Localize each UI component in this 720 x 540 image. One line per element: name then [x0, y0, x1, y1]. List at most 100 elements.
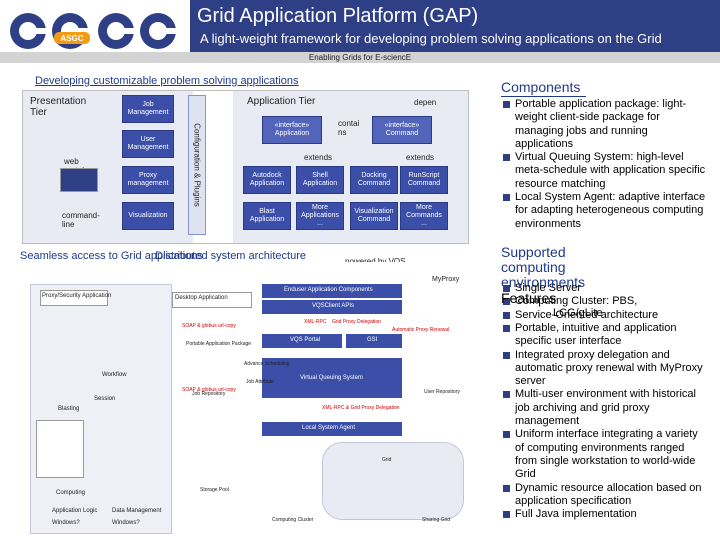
blasting-label: Blasting [58, 406, 80, 412]
bullet-icon [503, 101, 510, 108]
list-item: Virtual Queuing System: high-level meta-… [501, 151, 706, 191]
top-diagram-caption: Developing customizable problem solving … [35, 75, 299, 87]
visualization-command-box: Visualization Command [350, 202, 398, 230]
list-item-text: Portable, intuitive and application spec… [515, 322, 677, 348]
local-agent-label: Local System Agent [302, 425, 356, 431]
list-item: Portable, intuitive and application spec… [501, 322, 706, 349]
desktop-app-box [172, 292, 252, 308]
list-item-text: Service-Oriented architecture [515, 308, 659, 321]
portable-package-label: Portable Application Package [186, 341, 252, 347]
list-item-text: Single Server [515, 282, 582, 294]
header-band [0, 52, 720, 63]
application-tier-label: Application Tier [247, 96, 316, 107]
vqs-label: Virtual Queuing System [300, 375, 363, 381]
bullet-icon [503, 298, 510, 306]
vqs-portal-label: VQS Portal [290, 337, 321, 343]
header-band-text: Enabling Grids for E-sciencE [308, 53, 412, 62]
list-item-text: Local System Agent: adaptive interface f… [515, 191, 706, 230]
list-item-text: Uniform interface integrating a variety … [515, 428, 698, 481]
enduser-label: Enduser Application Components [284, 287, 373, 293]
supported-environments-heading: Supported computing environments [501, 244, 586, 290]
contains-label: contai ns [338, 119, 360, 137]
bullet-icon [503, 391, 510, 399]
web-portal-thumb [60, 168, 98, 192]
extends-label-2: extends [406, 153, 435, 162]
advance-scheduling-label: Advance Scheduling [244, 361, 290, 367]
supported-environments-list: Single Server Computing Cluster: PBS, Se… [501, 282, 706, 322]
application-logic-label: Application Logic [52, 508, 98, 514]
svg-text:ASGC: ASGC [60, 34, 83, 43]
list-item-text: Computing Cluster: PBS, [515, 295, 638, 308]
doc-thumb [36, 420, 84, 478]
storage-label: Storage Pool [200, 487, 229, 493]
blast-application-box: Blast Application [243, 202, 291, 230]
list-item: Full Java implementation [501, 508, 706, 521]
list-item: Integrated proxy delegation and automati… [501, 349, 706, 389]
auto-renewal-label: Automatic Proxy Renewal [392, 327, 450, 333]
autodock-application-box: Autodock Application [243, 166, 291, 194]
grid-cloud [322, 442, 464, 520]
gsi-layer [346, 334, 402, 348]
visualization-box: Visualization [122, 202, 174, 230]
configuration-plugins-bar: Configuration & Plugins [188, 95, 206, 235]
bullet-icon [503, 511, 510, 519]
windows-label-b: Windows? [112, 520, 140, 526]
distributed-architecture-diagram: Proxy/Security Application Desktop Appli… [22, 262, 472, 534]
features-list: Portable, intuitive and application spec… [501, 322, 706, 521]
shell-application-box: Shell Application [296, 166, 344, 194]
more-applications-box: More Applications ... [296, 202, 344, 230]
proxy-management-box: Proxy management [122, 166, 174, 194]
job-repository-label: Job Repository [192, 391, 226, 397]
bullet-icon [503, 285, 510, 292]
bullet-icon [503, 431, 510, 439]
user-management-box: User Management [122, 130, 174, 158]
components-underline [501, 96, 586, 97]
client-screens-panel [30, 284, 172, 534]
bullet-icon [503, 351, 510, 359]
desktop-app-label: Desktop Application [175, 295, 228, 301]
list-item: Single Server [501, 282, 706, 295]
page-subtitle: A light-weight framework for developing … [200, 31, 662, 46]
presentation-tier-label: Presentation Tier [30, 96, 87, 118]
components-list: Portable application package: light-weig… [501, 98, 706, 231]
windows-label-a: Windows? [52, 520, 80, 526]
vqs-client-label: VQSClient APIs [312, 303, 355, 309]
extends-label-1: extends [304, 153, 333, 162]
data-management-label: Data Management [112, 508, 162, 514]
list-item-text: Integrated proxy delegation and automati… [515, 348, 703, 388]
list-item-text: Multi-user environment with historical j… [515, 388, 696, 428]
docking-command-box: Docking Command [350, 166, 398, 194]
vqs-portal-layer [262, 334, 342, 348]
proxy-app-label: Proxy/Security Application [42, 293, 112, 299]
myproxy-label: MyProxy [432, 276, 460, 283]
bullet-icon [503, 154, 510, 162]
list-item-text: Portable application package: light-weig… [515, 98, 687, 150]
runscript-command-box: RunScript Command [400, 166, 448, 194]
user-repository-label: User Repository [424, 389, 460, 395]
bullet-icon [503, 325, 510, 332]
list-item: Portable application package: light-weig… [501, 98, 706, 151]
session-label: Session [94, 396, 116, 402]
list-item: Computing Cluster: PBS, [501, 295, 706, 308]
vqs-layer [262, 358, 402, 398]
bullet-icon [503, 311, 510, 319]
features-heading: Features [501, 290, 557, 306]
list-item-text: Full Java implementation [515, 508, 637, 521]
more-commands-box: More Commands ... [400, 202, 448, 230]
list-item-text: Dynamic resource allocation based on app… [515, 481, 702, 507]
xmlrpc-grid-label: XML-RPC & Grid Proxy Delegation [322, 405, 400, 411]
job-management-box: Job Management [122, 95, 174, 123]
distributed-architecture-caption: Distributed system architecture [155, 250, 306, 262]
proxy-delegation-label: Grid Proxy Delegation [332, 319, 381, 325]
soap-label-1: SOAP & globus url-copy [182, 323, 236, 329]
enduser-layer [262, 284, 402, 298]
interface-command-box: «interface» Command [372, 116, 432, 144]
gsi-label: GSI [367, 337, 378, 343]
bullet-icon [503, 484, 510, 492]
list-item: Multi-user environment with historical j… [501, 388, 706, 428]
egee-logo: ASGC [10, 13, 176, 49]
list-item: Uniform interface integrating a variety … [501, 428, 706, 481]
depends-label: depen [414, 98, 437, 107]
list-item-text: Virtual Queuing System: high-level meta-… [515, 151, 706, 190]
list-item: Local System Agent: adaptive interface f… [501, 191, 706, 231]
